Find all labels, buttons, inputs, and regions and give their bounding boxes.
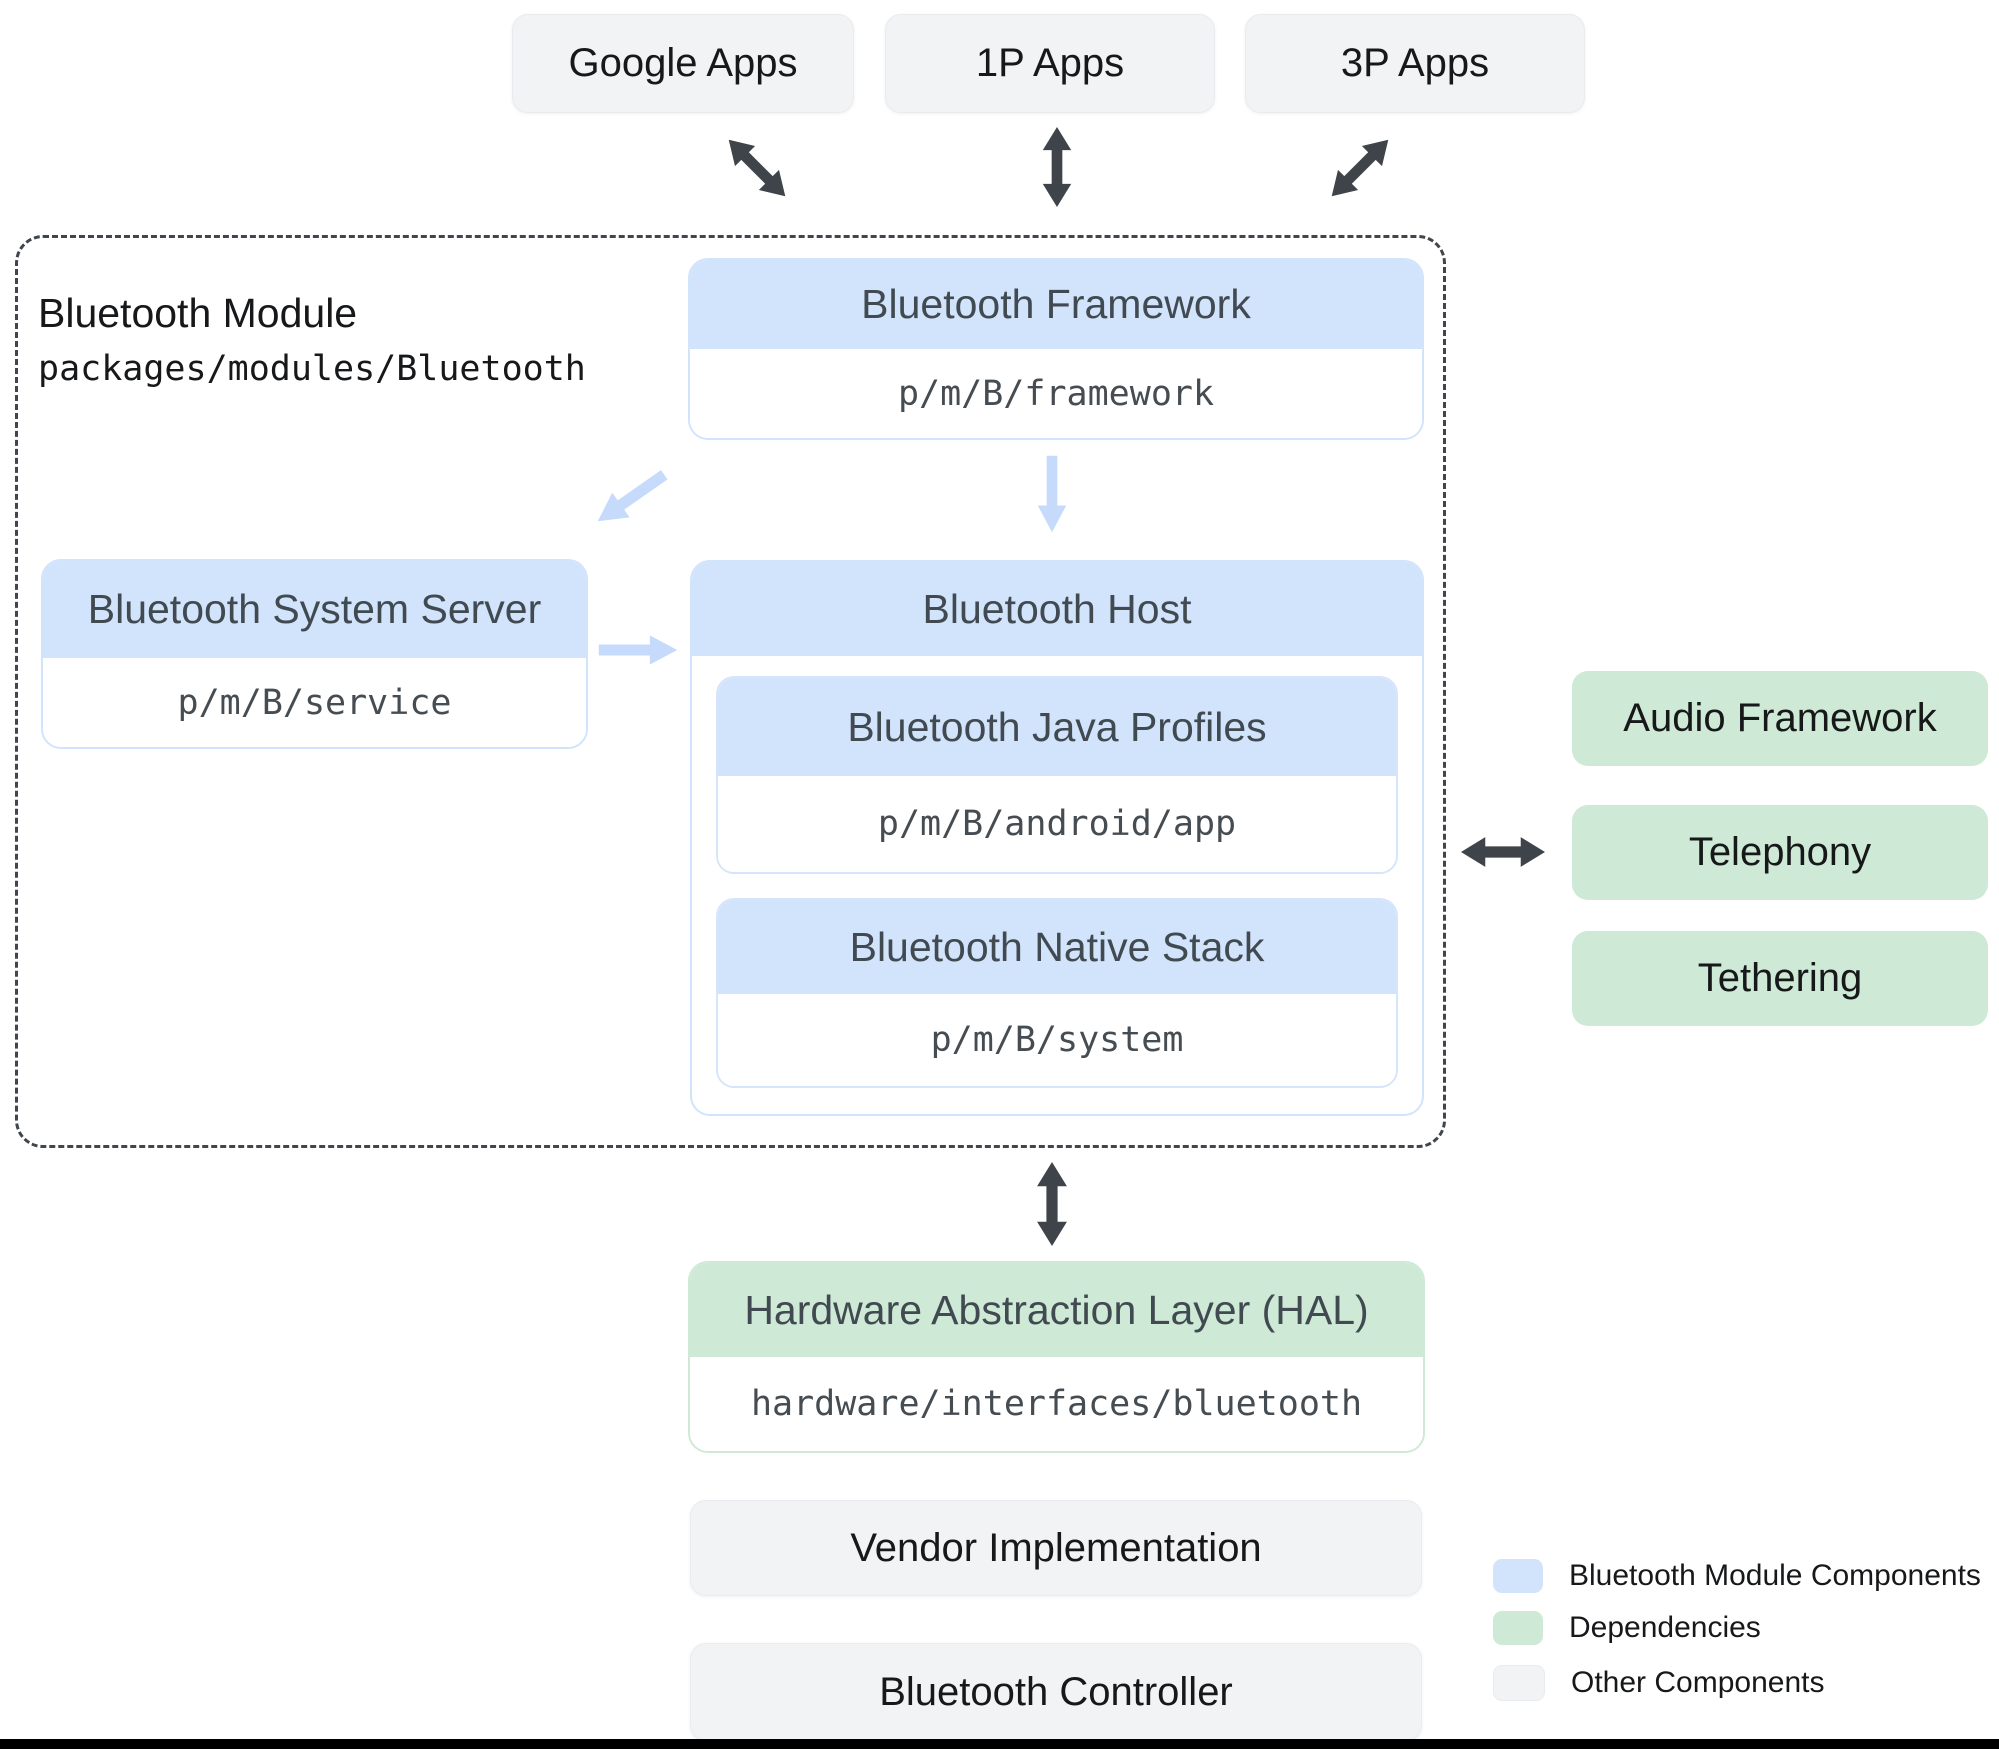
hal-box: Hardware Abstraction Layer (HAL) hardwar… <box>688 1261 1425 1453</box>
module-dependencies-double-arrow-icon <box>1461 837 1545 867</box>
bluetooth-host-title: Bluetooth Host <box>922 585 1192 632</box>
hal-path: hardware/interfaces/bluetooth <box>750 1384 1363 1424</box>
bluetooth-controller-label: Bluetooth Controller <box>879 1669 1233 1714</box>
framework-to-system-server-arrow-icon <box>597 470 668 522</box>
first-party-apps-box: 1P Apps <box>885 14 1215 113</box>
vendor-implementation-box: Vendor Implementation <box>690 1500 1422 1596</box>
telephony-box: Telephony <box>1572 805 1988 900</box>
bluetooth-native-stack-path: p/m/B/system <box>930 1020 1184 1060</box>
bluetooth-framework-body: p/m/B/framework <box>690 349 1422 438</box>
tethering-label: Tethering <box>1697 956 1863 1000</box>
bluetooth-native-stack-body: p/m/B/system <box>718 994 1396 1086</box>
legend-item-other-components: Other Components <box>1493 1665 1825 1701</box>
bluetooth-native-stack-header: Bluetooth Native Stack <box>718 900 1396 994</box>
bluetooth-controller-box: Bluetooth Controller <box>690 1643 1422 1741</box>
google-apps-module-double-arrow-icon <box>728 139 786 197</box>
google-apps-label: Google Apps <box>568 41 798 85</box>
legend-label-module-components: Bluetooth Module Components <box>1569 1559 1981 1592</box>
audio-framework-label: Audio Framework <box>1623 696 1937 740</box>
bluetooth-java-profiles-box: Bluetooth Java Profiles p/m/B/android/ap… <box>716 676 1398 874</box>
legend-label-dependencies: Dependencies <box>1569 1611 1761 1644</box>
bluetooth-java-profiles-path: p/m/B/android/app <box>877 804 1237 844</box>
system-server-to-host-arrow-icon <box>598 635 678 665</box>
bluetooth-module-heading: Bluetooth Module packages/modules/Blueto… <box>38 290 586 389</box>
module-hal-double-arrow-icon <box>1037 1162 1067 1246</box>
bluetooth-system-server-path: p/m/B/service <box>177 682 452 723</box>
legend-label-other-components: Other Components <box>1571 1666 1825 1699</box>
audio-framework-box: Audio Framework <box>1572 671 1988 766</box>
bluetooth-module-path: packages/modules/Bluetooth <box>38 349 586 389</box>
first-party-apps-module-double-arrow-icon <box>1042 127 1072 207</box>
bluetooth-native-stack-box: Bluetooth Native Stack p/m/B/system <box>716 898 1398 1088</box>
legend-item-dependencies: Dependencies <box>1493 1611 1761 1645</box>
bluetooth-framework-path: p/m/B/framework <box>897 373 1215 414</box>
bluetooth-native-stack-title: Bluetooth Native Stack <box>849 923 1265 970</box>
hal-body: hardware/interfaces/bluetooth <box>690 1357 1423 1451</box>
bluetooth-java-profiles-title: Bluetooth Java Profiles <box>847 703 1267 750</box>
legend-swatch-green <box>1493 1611 1543 1645</box>
bluetooth-java-profiles-header: Bluetooth Java Profiles <box>718 678 1396 776</box>
vendor-implementation-label: Vendor Implementation <box>850 1525 1262 1570</box>
bluetooth-module-title: Bluetooth Module <box>38 290 358 336</box>
bluetooth-host-header: Bluetooth Host <box>692 562 1422 656</box>
hal-title: Hardware Abstraction Layer (HAL) <box>744 1286 1369 1333</box>
bluetooth-framework-box: Bluetooth Framework p/m/B/framework <box>688 258 1424 440</box>
legend-item-module-components: Bluetooth Module Components <box>1493 1559 1981 1593</box>
tethering-box: Tethering <box>1572 931 1988 1026</box>
third-party-apps-box: 3P Apps <box>1245 14 1585 113</box>
framework-to-host-arrow-icon <box>1037 455 1067 533</box>
bluetooth-framework-title: Bluetooth Framework <box>861 281 1251 327</box>
bottom-edge-strip <box>0 1739 1999 1749</box>
legend-swatch-blue <box>1493 1559 1543 1593</box>
first-party-apps-label: 1P Apps <box>975 41 1125 85</box>
bluetooth-system-server-box: Bluetooth System Server p/m/B/service <box>41 559 588 749</box>
bluetooth-module-container <box>15 235 1446 1148</box>
bluetooth-java-profiles-body: p/m/B/android/app <box>718 776 1396 872</box>
bluetooth-system-server-body: p/m/B/service <box>43 658 586 747</box>
third-party-apps-label: 3P Apps <box>1340 41 1490 85</box>
bluetooth-system-server-header: Bluetooth System Server <box>43 561 586 658</box>
telephony-label: Telephony <box>1688 830 1872 874</box>
hal-header: Hardware Abstraction Layer (HAL) <box>690 1263 1423 1357</box>
third-party-apps-module-double-arrow-icon <box>1331 139 1389 197</box>
legend-swatch-gray <box>1493 1665 1545 1701</box>
google-apps-box: Google Apps <box>512 14 854 113</box>
bluetooth-system-server-title: Bluetooth System Server <box>87 586 542 632</box>
bluetooth-framework-header: Bluetooth Framework <box>690 260 1422 349</box>
